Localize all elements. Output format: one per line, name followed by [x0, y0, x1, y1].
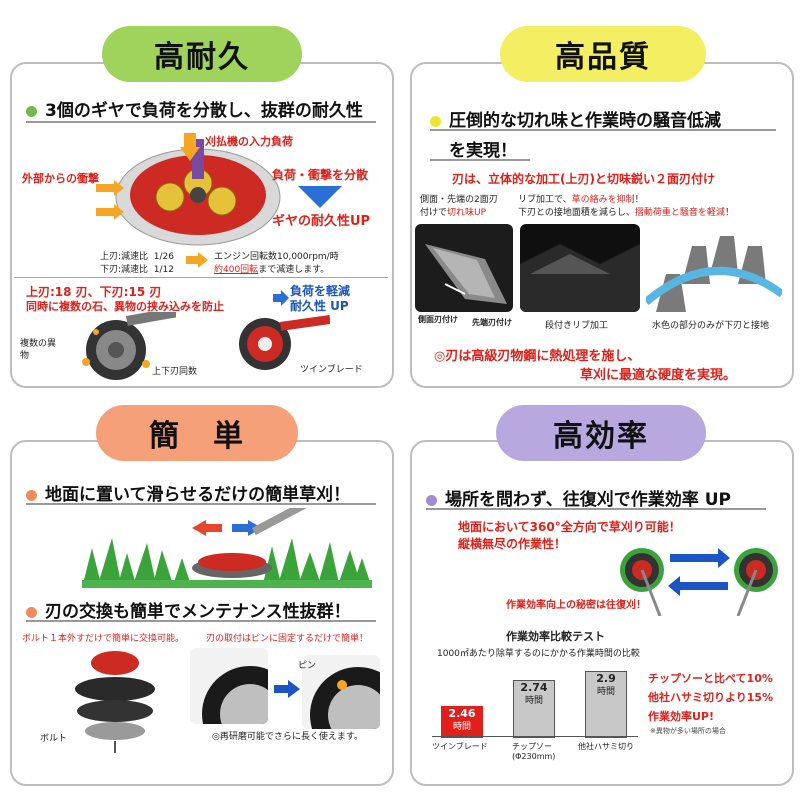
external-shock-label: 外部からの衝撃	[22, 172, 99, 185]
twin-blade-label: ツインブレード	[300, 365, 363, 375]
pin-note: 刃の取付はピンに固定するだけで簡単！	[206, 634, 369, 644]
shock-arrows-icon	[96, 180, 124, 220]
compare-3: 作業効率UP!	[648, 710, 715, 723]
gear-diagram	[115, 139, 281, 246]
side-tip-note-2: 付けで切れ味UP	[420, 208, 487, 218]
steel-note-2: 草刈に最適な硬度を実現。	[580, 368, 737, 383]
ratio-upper: 上刃:減速比 1/26	[100, 252, 174, 262]
omni-note-1: 地面において360°全方向で草刈り可能！	[458, 520, 681, 534]
down-arrow-icon	[180, 133, 200, 161]
blue-right-arrow-icon	[274, 680, 300, 698]
secret-note: 作業効率向上の秘密は往復刈！	[506, 600, 646, 611]
rib-note-2: 下刃との接地面積を減らし、摺動荷重と騒音を軽減！	[518, 208, 734, 218]
headline-easy-1: 地面に置いて滑らせるだけの簡単草刈！	[26, 480, 350, 505]
multi-stone: 同時に複数の石、異物の挟み込みを防止	[26, 300, 224, 313]
steel-note-1: ◎刃は高級刃物鋼に熱処理を施し、	[434, 349, 641, 364]
bar-label-other: 他社ハサミ切り	[578, 742, 634, 751]
load-reduce-1: 負荷を軽減	[290, 284, 351, 298]
compare-1: チップソーと比べて10%	[648, 672, 773, 685]
contact-area-photo	[646, 224, 782, 312]
compare-note: ※異物が多い場所の場合	[650, 727, 726, 735]
engine-note-1: エンジン回転数10,000rpm/時	[214, 252, 339, 262]
headline-underline	[26, 620, 376, 622]
blade-sub: 刃は、立体的な加工(上刃)と切味鋭い２面刃付け	[452, 172, 715, 186]
multi-debris-label: 複数の異物	[20, 339, 57, 361]
bar-baseline	[432, 736, 638, 737]
headline-quality-1: 圧倒的な切れ味と作業時の騒音低減	[430, 106, 721, 131]
bar-label-twin: ツインブレード	[432, 742, 488, 751]
divider-red	[14, 277, 388, 278]
bar-other-scissors: 2.9 時間	[585, 671, 627, 738]
headline-durability: 3個のギヤで負荷を分散し、抜群の耐久性	[26, 96, 363, 121]
blue-down-arrow-icon	[298, 186, 342, 208]
title-efficiency: 高効率	[496, 405, 706, 461]
bar-twin-blade: 2.46 時間	[441, 706, 483, 738]
grass-slide-image	[82, 508, 372, 588]
gear-durability-label: ギヤの耐久性UP	[272, 214, 371, 229]
bullet-dot	[26, 606, 37, 618]
bar-label-chipsaw: チップソー	[512, 742, 552, 751]
water-part-label: 水色の部分のみが下刃と接地	[652, 321, 770, 331]
same-blades-label: 上下刃同数	[152, 367, 198, 377]
headline-underline	[26, 121, 376, 123]
blade-closeup-photo	[190, 648, 268, 724]
rib-note-1: リブ加工で、草の絡みを抑制！	[518, 195, 644, 205]
blade-count: 上刃:18 刃、下刃:15 刃	[26, 285, 162, 299]
side-edge-label: 側面刃付け	[418, 315, 458, 324]
load-reduce-2: 耐久性 UP	[290, 299, 349, 313]
bolt-label: ボルト	[40, 734, 68, 744]
headline-underline	[426, 508, 766, 510]
omni-note-2: 縦横無尽の作業性！	[458, 537, 567, 551]
bullet-dot	[430, 115, 441, 127]
headline-underline	[430, 129, 776, 131]
compare-2: 他社ハサミ切りより15%	[648, 691, 774, 704]
headline-efficiency: 場所を問わず、往復刈で作業効率 UP	[426, 485, 731, 510]
twin-blade-image	[239, 315, 330, 370]
bullet-dot	[26, 489, 37, 501]
headline-underline	[26, 503, 376, 505]
test-sub: 1000㎡あたり除草するのにかかる作業時間の比較	[437, 649, 640, 659]
pin-label: ピン	[298, 661, 317, 671]
title-quality: 高品質	[500, 26, 706, 82]
blade-with-debris-image	[82, 312, 176, 380]
blade-edge-photo	[415, 224, 513, 312]
title-easy: 簡 単	[96, 405, 298, 461]
bar-sub-chipsaw: (Φ230mm)	[512, 752, 556, 761]
engine-note-2: 約400回転まで減速します。	[214, 265, 330, 275]
headline-quality-2: を実現！	[449, 141, 517, 161]
tip-edge-label: 先端刃付け	[472, 318, 512, 327]
blue-right-arrow-icon	[273, 290, 289, 306]
pin-fixed-photo	[302, 655, 380, 729]
load-distribute-label: 負荷・衝撃を分散	[272, 168, 369, 182]
stepped-rib-photo	[520, 224, 640, 312]
bullet-dot	[26, 105, 37, 117]
stepped-rib-label: 段付きリブ加工	[545, 321, 609, 331]
regrind-note: ◎再研磨可能でさらに長く使えます。	[212, 732, 363, 742]
reciprocating-cut-image	[620, 548, 778, 616]
exploded-blade-image	[75, 651, 155, 753]
side-tip-note-1: 側面・先端の2面刃	[420, 195, 498, 205]
title-durability: 高耐久	[102, 26, 302, 82]
test-title: 作業効率比較テスト	[506, 630, 605, 643]
headline-underline	[430, 159, 530, 161]
bullet-dot	[426, 494, 437, 506]
headline-easy-2: 刃の交換も簡単でメンテナンス性抜群！	[26, 597, 351, 622]
right-arrow-icon	[186, 252, 208, 268]
bar-chipsaw: 2.74 時間	[513, 680, 555, 738]
input-load-label: 刈払機の入力負荷	[205, 135, 293, 148]
ratio-lower: 下刃:減速比 1/12	[100, 265, 174, 275]
bolt-note: ボルト１本外すだけで簡単に交換可能。	[22, 634, 185, 644]
